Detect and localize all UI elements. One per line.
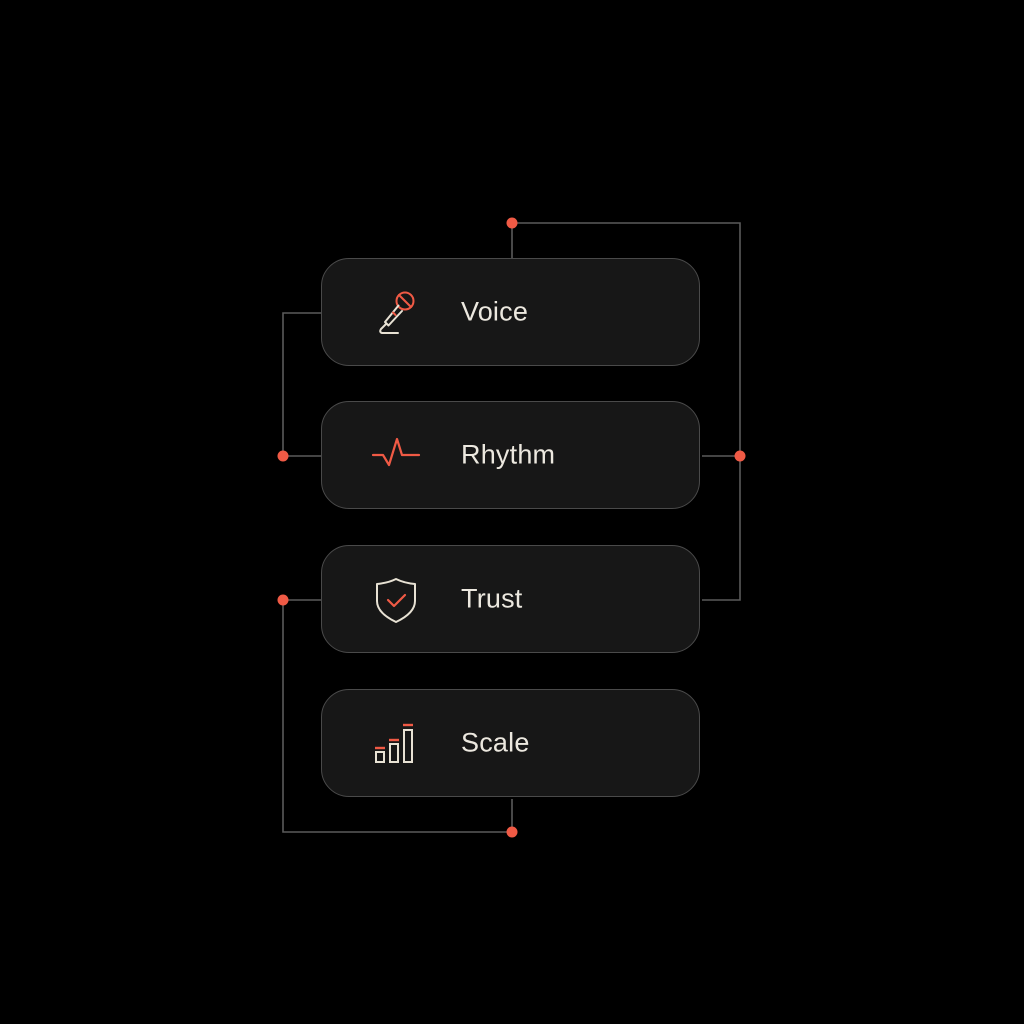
connector-voice-left-to-rhythm <box>282 312 321 457</box>
node-dot-left-trust <box>277 594 289 606</box>
card-label: Scale <box>461 727 530 758</box>
bar-chart-icon <box>368 715 424 771</box>
card-scale[interactable]: Scale <box>321 689 700 797</box>
node-dot-top <box>506 217 518 229</box>
connector-trust-left-to-scale-bottom <box>282 599 513 833</box>
node-dot-right-rhythm <box>734 450 746 462</box>
node-dot-bottom <box>506 826 518 838</box>
shield-check-icon <box>368 571 424 627</box>
node-dot-left-rhythm <box>277 450 289 462</box>
card-label: Trust <box>461 583 523 614</box>
card-label: Rhythm <box>461 439 556 470</box>
pulse-icon <box>368 427 424 483</box>
microphone-icon <box>368 284 424 340</box>
connector-voice-top-to-trust <box>511 222 741 601</box>
card-trust[interactable]: Trust <box>321 545 700 653</box>
card-voice[interactable]: Voice <box>321 258 700 366</box>
card-label: Voice <box>461 296 529 327</box>
card-rhythm[interactable]: Rhythm <box>321 401 700 509</box>
